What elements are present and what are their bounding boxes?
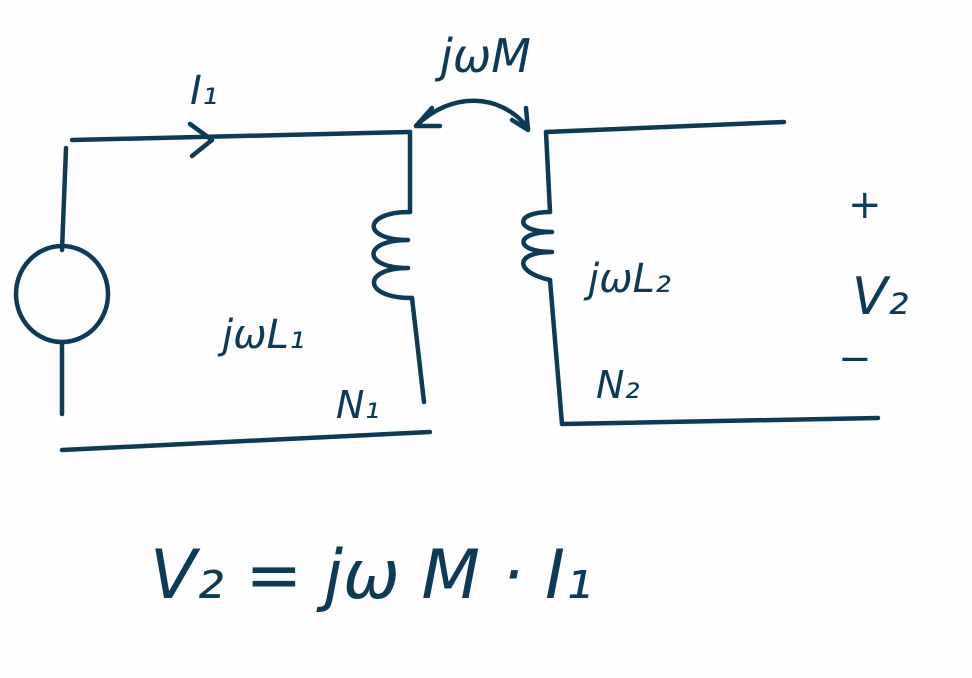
primary-inductance-label: jωL₁ [217, 312, 305, 358]
source-lead-top [59, 145, 69, 253]
current-arrow [187, 121, 215, 159]
output-plus-sign: + [848, 182, 882, 228]
secondary-turns-label: N₂ [596, 363, 640, 407]
secondary-left-wire-lower [547, 277, 565, 427]
mutual-voltage-equation: V₂ = jω M · I₁ [150, 536, 592, 615]
primary-turns-label: N₁ [336, 383, 380, 427]
mutual-inductance-label: jωM [434, 29, 531, 83]
secondary-top-wire [543, 119, 787, 135]
primary-coil [371, 209, 415, 301]
output-voltage-label: V₂ [852, 267, 909, 327]
primary-bottom-wire [59, 429, 433, 453]
secondary-left-wire-upper [543, 129, 553, 215]
secondary-inductance-label: jωL₂ [583, 256, 671, 302]
secondary-coil [521, 209, 555, 283]
primary-right-wire-lower [409, 295, 427, 405]
output-minus-sign: − [838, 336, 872, 382]
mutual-arrow-head-right [509, 105, 531, 133]
mutual-coupling-arrow [413, 98, 531, 131]
primary-current-label: I₁ [190, 68, 218, 114]
mutual-arrow-head-left [413, 105, 443, 129]
primary-top-wire [69, 129, 413, 143]
secondary-bottom-wire [559, 415, 881, 427]
voltage-source-circle [13, 243, 111, 345]
